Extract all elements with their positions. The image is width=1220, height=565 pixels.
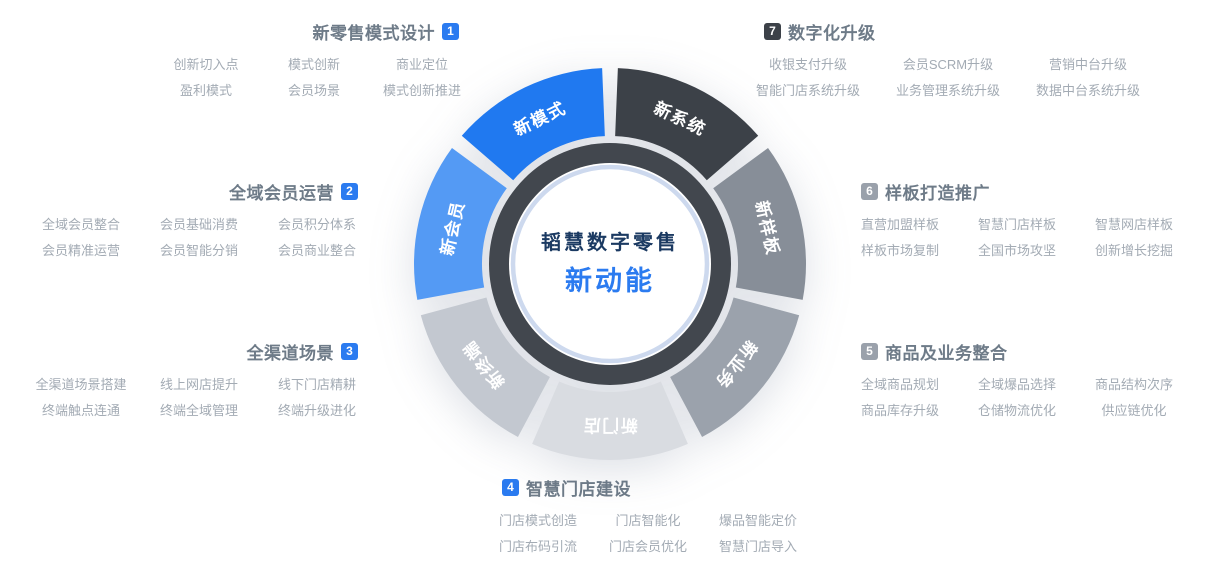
section-title: 全域会员运营 [229, 183, 334, 203]
section-items: 直营加盟样板 智慧门店样板 智慧网店样板样板市场复制 全国市场攻坚 创新增长挖掘 [845, 212, 1189, 264]
section-title: 样板打造推广 [885, 183, 990, 203]
wheel-segment-1 [615, 68, 759, 181]
section-item: 直营加盟样板 [860, 217, 939, 232]
section-title: 数字化升级 [788, 23, 876, 43]
section-item: 会员商业整合 [277, 243, 356, 258]
section-item: 智慧网店样板 [1094, 217, 1173, 232]
section-item: 智慧门店样板 [977, 217, 1056, 232]
section-item: 爆品智能定价 [718, 513, 797, 528]
section-item: 终端触点连通 [41, 403, 120, 418]
section-item: 样板市场复制 [860, 243, 939, 258]
section-header: 3 全渠道场景 [26, 340, 372, 363]
section-item: 门店会员优化 [608, 539, 687, 554]
section-number-badge: 1 [442, 22, 459, 40]
section-title: 全渠道场景 [246, 343, 334, 363]
section-item: 业务管理系统升级 [895, 83, 1000, 98]
section-title: 新零售模式设计 [312, 23, 435, 43]
section-header: 4 智慧门店建设 [486, 476, 810, 499]
section-item: 模式创新 [287, 57, 340, 72]
section-item: 会员场景 [287, 83, 340, 98]
section-header: 1 新零售模式设计 [155, 20, 473, 43]
section-items: 门店模式创造 门店智能化 爆品智能定价门店布码引流 门店会员优化 智慧门店导入 [486, 508, 810, 560]
section-header: 2 全域会员运营 [26, 180, 372, 203]
section-title: 智慧门店建设 [526, 479, 631, 499]
wheel-center-ring [510, 164, 710, 364]
wheel-center-subtitle: 新动能 [565, 265, 655, 296]
section-item: 数据中台系统升级 [1035, 83, 1140, 98]
section-item: 门店布码引流 [498, 539, 577, 554]
section-items: 全域会员整合 会员基础消费 会员积分体系会员精准运营 会员智能分销 会员商业整合 [26, 212, 372, 264]
wheel-segment-6 [414, 148, 507, 300]
section-item: 会员基础消费 [159, 217, 238, 232]
section-number-badge: 6 [861, 182, 878, 200]
section-item: 全域爆品选择 [977, 377, 1056, 392]
section-number-badge: 5 [861, 342, 878, 360]
section-item: 门店模式创造 [498, 513, 577, 528]
section-items: 全域商品规划 全域爆品选择 商品结构次序商品库存升级 仓储物流优化 供应链优化 [845, 372, 1189, 424]
section-number-badge: 4 [502, 478, 519, 496]
section-title: 商品及业务整合 [885, 343, 1008, 363]
section-item: 线上网店提升 [159, 377, 238, 392]
section-item: 会员精准运营 [41, 243, 120, 258]
section-item: 全域商品规划 [860, 377, 939, 392]
section-item: 终端升级进化 [277, 403, 356, 418]
section-item: 收银支付升级 [768, 57, 847, 72]
section-header: 7 数字化升级 [748, 20, 1148, 43]
section-item: 门店智能化 [615, 513, 681, 528]
section-item: 会员积分体系 [277, 217, 356, 232]
section-item: 盈利模式 [179, 83, 232, 98]
section-item: 创新增长挖掘 [1094, 243, 1173, 258]
section-digital-upgrade: 7 数字化升级收银支付升级 会员SCRM升级 营销中台升级智能门店系统升级 业务管理系统… [748, 20, 1148, 104]
section-omnichannel-scene: 3 全渠道场景全渠道场景搭建 线上网店提升 线下门店精耕终端触点连通 终端全域管理 终端升… [26, 340, 372, 424]
wheel-center-title: 韬慧数字零售 [541, 230, 679, 254]
section-item: 会员智能分销 [159, 243, 238, 258]
section-item: 智慧门店导入 [718, 539, 797, 554]
section-item: 线下门店精耕 [277, 377, 356, 392]
section-item: 商业定位 [395, 57, 448, 72]
section-new-retail-model-design: 1 新零售模式设计创新切入点 模式创新 商业定位盈利模式 会员场景 模式创新推进 [155, 20, 473, 104]
section-number-badge: 7 [764, 22, 781, 40]
section-item: 创新切入点 [173, 57, 239, 72]
section-item: 全域会员整合 [41, 217, 120, 232]
section-items: 全渠道场景搭建 线上网店提升 线下门店精耕终端触点连通 终端全域管理 终端升级进化 [26, 372, 372, 424]
section-member-operation: 2 全域会员运营全域会员整合 会员基础消费 会员积分体系会员精准运营 会员智能分销 会员商… [26, 180, 372, 264]
section-goods-business-integration: 5 商品及业务整合全域商品规划 全域爆品选择 商品结构次序商品库存升级 仓储物流优化 供应… [845, 340, 1189, 424]
section-item: 商品库存升级 [860, 403, 939, 418]
wheel-segment-7 [461, 68, 605, 181]
section-item: 营销中台升级 [1048, 57, 1127, 72]
section-number-badge: 3 [341, 342, 358, 360]
wheel-segment-3 [670, 297, 800, 438]
section-item: 终端全域管理 [159, 403, 238, 418]
section-item: 仓储物流优化 [977, 403, 1056, 418]
section-smart-store: 4 智慧门店建设门店模式创造 门店智能化 爆品智能定价门店布码引流 门店会员优化 智慧门店… [486, 476, 810, 560]
section-header: 6 样板打造推广 [845, 180, 1189, 203]
section-header: 5 商品及业务整合 [845, 340, 1189, 363]
section-item: 全渠道场景搭建 [35, 377, 127, 392]
wheel-segment-5 [420, 297, 550, 438]
section-item: 会员SCRM升级 [902, 57, 994, 72]
section-item: 全国市场攻坚 [977, 243, 1056, 258]
wheel-segment-label-4: 新门店 [582, 416, 638, 436]
wheel-segment-4 [532, 381, 688, 461]
section-number-badge: 2 [341, 182, 358, 200]
section-items: 创新切入点 模式创新 商业定位盈利模式 会员场景 模式创新推进 [155, 52, 473, 104]
wheel-segment-2 [713, 148, 806, 300]
section-item: 供应链优化 [1101, 403, 1167, 418]
section-item: 智能门店系统升级 [755, 83, 860, 98]
section-model-promotion: 6 样板打造推广直营加盟样板 智慧门店样板 智慧网店样板样板市场复制 全国市场攻坚 创新增… [845, 180, 1189, 264]
section-item: 商品结构次序 [1094, 377, 1173, 392]
section-items: 收银支付升级 会员SCRM升级 营销中台升级智能门店系统升级 业务管理系统升级 数据中台… [748, 52, 1148, 104]
section-item: 模式创新推进 [382, 83, 461, 98]
